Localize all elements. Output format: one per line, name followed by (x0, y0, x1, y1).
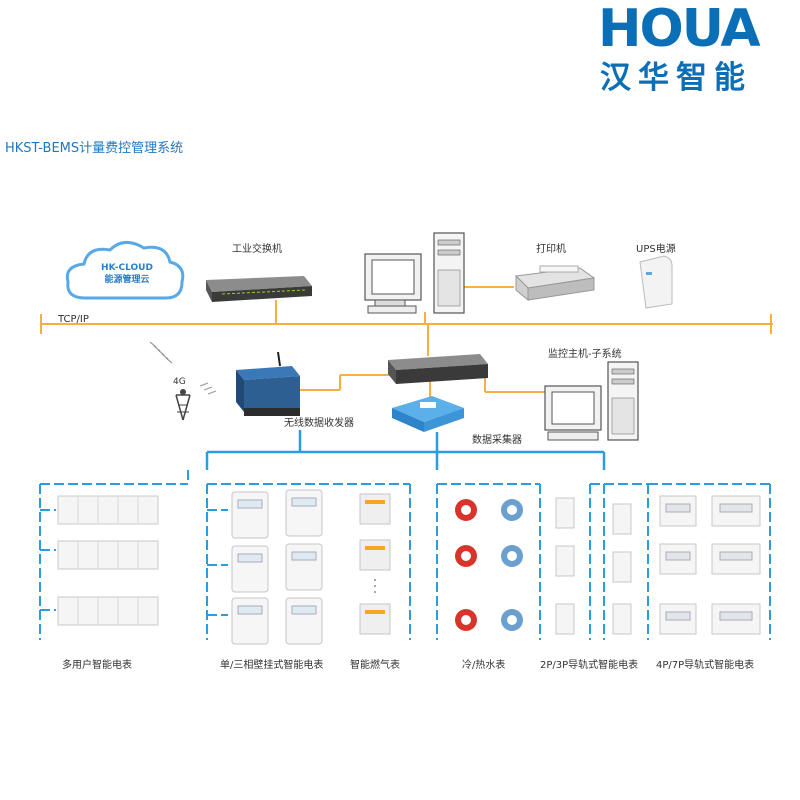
tcpip-label: TCP/IP (58, 314, 89, 325)
cloud-label: HK-CLOUD 能源管理云 (92, 262, 162, 286)
water-meters (455, 499, 523, 631)
wireless-transceiver (236, 351, 300, 416)
multi-user-meters (57, 495, 159, 626)
field-bus (205, 430, 606, 470)
4g-tower-icon (175, 389, 191, 421)
group-label-rail-2p3p: 2P/3P导轨式智能电表 (540, 660, 639, 671)
wall-meters (231, 489, 323, 645)
printer-label: 打印机 (536, 244, 566, 255)
brand-name-cn: 汉华智能 (600, 60, 752, 96)
cloud-line1: HK-CLOUD (101, 263, 153, 273)
switch-label: 工业交换机 (232, 244, 282, 255)
wireless-label: 无线数据收发器 (284, 418, 354, 429)
group-label-multi-user: 多用户智能电表 (62, 660, 132, 671)
cloud-line2: 能源管理云 (104, 275, 150, 285)
computer-1 (364, 232, 465, 314)
collector-label: 数据采集器 (472, 435, 522, 446)
gas-meters (359, 493, 391, 635)
data-collector (392, 396, 464, 432)
group-branches (39, 470, 771, 640)
group-label-gas: 智能燃气表 (350, 660, 400, 671)
group-label-wall: 单/三相壁挂式智能电表 (220, 660, 324, 671)
4g-label: 4G (173, 377, 186, 387)
rail-4p7p-meters (659, 495, 761, 635)
rail-2p3p-meters (555, 497, 632, 635)
signal-waves-icon (149, 341, 217, 395)
group-label-water: 冷/热水表 (462, 660, 506, 671)
ups-label: UPS电源 (636, 244, 676, 255)
network-switch (388, 354, 488, 384)
svg-text:HOUA: HOUA (598, 2, 760, 52)
houa-logo: HOUA (598, 2, 762, 52)
ups-icon (639, 255, 673, 309)
monitor-host-label: 监控主机-子系统 (548, 349, 622, 360)
computer-2 (544, 361, 639, 441)
page-title: HKST-BEMS计量费控管理系统 (5, 141, 184, 156)
cloud-icon (65, 241, 185, 300)
group-label-rail-4p7p: 4P/7P导轨式智能电表 (656, 660, 755, 671)
industrial-switch (206, 276, 312, 302)
printer (514, 265, 596, 302)
